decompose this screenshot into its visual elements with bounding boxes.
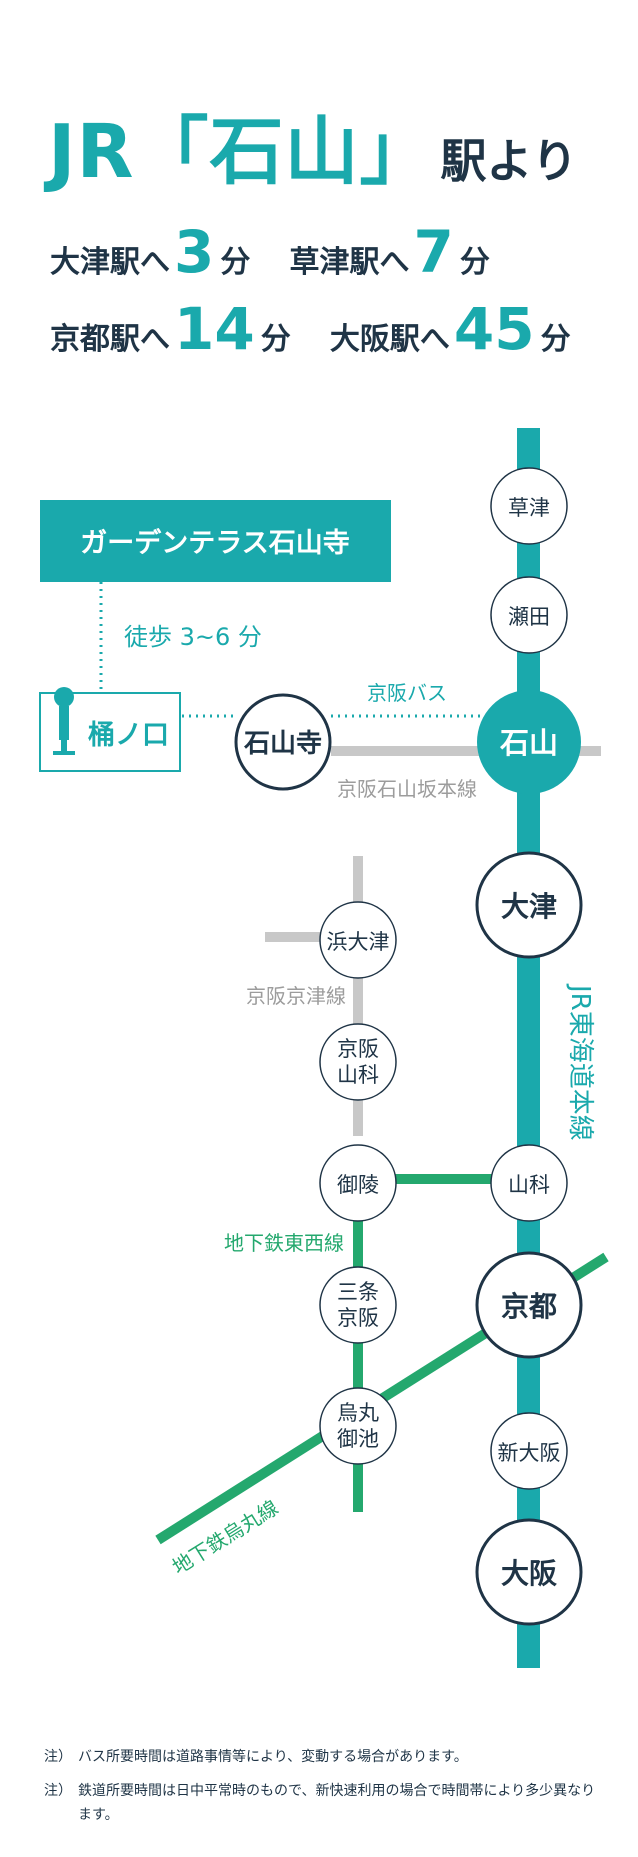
ishiyama-sakamoto-line	[331, 746, 601, 756]
station-label-kusatsu: 草津	[508, 496, 550, 520]
station-label-sanjo-keihan-1: 三条	[337, 1280, 379, 1304]
station-seta	[490, 576, 568, 654]
station-yamashina	[490, 1144, 568, 1222]
footnote: 注） 鉄道所要時間は日中平常時のもので、新快速利用の場合で時間帯により多少異なり…	[44, 1779, 604, 1827]
station-kyoto	[475, 1251, 583, 1359]
station-karasuma-oike	[319, 1387, 397, 1465]
station-label-ishiyamadera: 石山寺	[243, 729, 322, 759]
subway-tozai-link	[395, 1174, 515, 1184]
station-label-otsu: 大津	[501, 890, 557, 923]
station-sanjo-keihan	[319, 1266, 397, 1344]
station-ishiyama	[477, 690, 581, 794]
page-title: JR「石山」駅より	[48, 92, 578, 199]
station-label-kyoto: 京都	[501, 1290, 557, 1323]
time-unit: 分	[540, 322, 571, 357]
station-label-misasagi: 御陵	[337, 1173, 379, 1197]
time-label-kyoto: 京都駅へ	[50, 322, 170, 357]
time-unit: 分	[220, 245, 251, 280]
station-label-keihan-yamashina-1: 京阪	[337, 1037, 379, 1061]
station-misasagi	[319, 1144, 397, 1222]
time-minutes-kyoto: 14	[174, 295, 255, 363]
keihan-keishin-spur	[265, 932, 340, 942]
time-minutes-osaka: 45	[453, 295, 535, 363]
station-shin-osaka	[490, 1412, 568, 1490]
bus-stop-box	[39, 692, 181, 772]
footnote-mark: 注）	[44, 1749, 72, 1765]
time-unit: 分	[260, 322, 291, 357]
subway-tozai-line	[353, 1182, 363, 1512]
time-minutes-otsu: 3	[174, 218, 215, 286]
station-label-seta: 瀬田	[508, 605, 550, 629]
destination-box	[40, 500, 391, 582]
jr-tokaido-label: JR東海道本線	[565, 983, 595, 1141]
bus-stop-icon	[53, 687, 75, 755]
time-unit: 分	[459, 245, 490, 280]
title-suffix: 駅より	[440, 134, 578, 188]
keihan-keishin-line	[353, 856, 363, 1136]
subway-tozai-label: 地下鉄東西線	[224, 1231, 344, 1255]
station-ishiyamadera	[234, 693, 332, 791]
station-label-karasuma-oike-2: 御池	[337, 1427, 379, 1451]
footnotes: 注） バス所要時間は道路事情等により、変動する場合があります。 注） 鉄道所要時…	[44, 1745, 604, 1837]
keihan-keishin-label: 京阪京津線	[246, 984, 346, 1008]
station-label-keihan-yamashina-2: 山科	[337, 1063, 379, 1087]
time-label-otsu: 大津駅へ	[50, 245, 170, 280]
bus-stop-name: 桶ノ口	[88, 720, 169, 751]
station-kusatsu	[490, 467, 568, 545]
station-keihan-yamashina	[319, 1023, 397, 1101]
station-label-yamashina: 山科	[508, 1173, 550, 1197]
subway-karasuma-label: 地下鉄烏丸線	[168, 1495, 282, 1579]
station-hamaotsu	[319, 901, 397, 979]
footnote-mark: 注）	[44, 1783, 72, 1799]
ishiyama-sakamoto-label: 京阪石山坂本線	[337, 777, 477, 801]
destination-name: ガーデンテラス石山寺	[80, 527, 349, 559]
station-otsu	[475, 851, 583, 959]
time-label-kusatsu: 草津駅へ	[289, 245, 410, 280]
walk-time: 徒歩 3~6 分	[124, 623, 262, 651]
time-minutes-kusatsu: 7	[413, 218, 454, 286]
station-label-karasuma-oike-1: 烏丸	[337, 1401, 379, 1425]
keihan-bus-label: 京阪バス	[367, 681, 447, 705]
station-osaka	[475, 1518, 583, 1626]
footnote-text: バス所要時間は道路事情等により、変動する場合があります。	[78, 1749, 468, 1765]
footnote-text: 鉄道所要時間は日中平常時のもので、新快速利用の場合で時間帯により多少異なります。	[78, 1783, 596, 1823]
station-label-sanjo-keihan-2: 京阪	[337, 1306, 379, 1330]
station-label-ishiyama: 石山	[499, 726, 558, 760]
time-label-osaka: 大阪駅へ	[329, 322, 450, 357]
footnote: 注） バス所要時間は道路事情等により、変動する場合があります。	[44, 1745, 604, 1769]
station-label-hamaotsu: 浜大津	[327, 930, 390, 954]
title-main: JR「石山」	[48, 109, 435, 195]
station-label-shin-osaka: 新大阪	[498, 1441, 561, 1465]
station-label-osaka: 大阪	[501, 1557, 557, 1590]
